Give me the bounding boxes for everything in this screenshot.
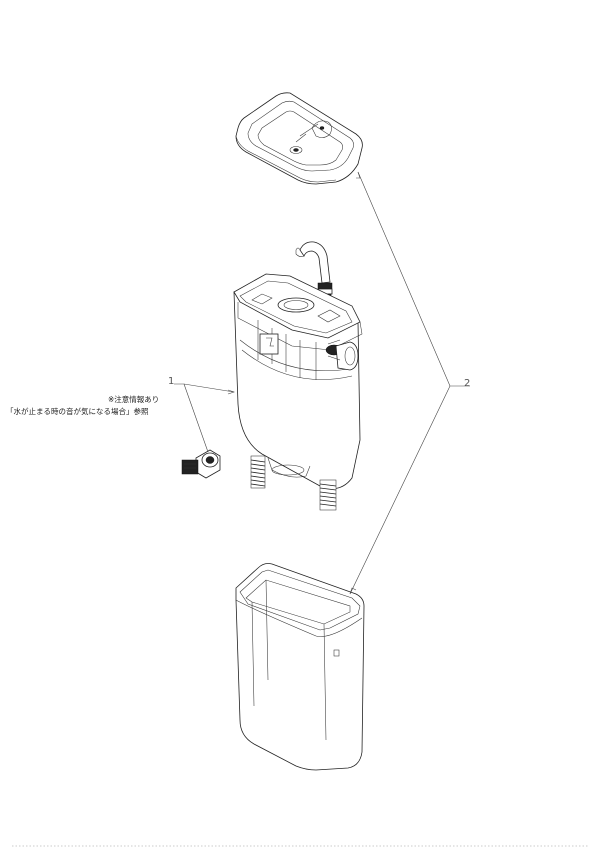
mounting-bolt-right — [319, 479, 337, 511]
callout-1-note-line-1: ※注意情報あり — [108, 395, 160, 404]
flush-valve-assembly — [233, 273, 363, 511]
callout-number-2: 2 — [464, 378, 471, 389]
tank-body — [235, 563, 365, 771]
callout-leaders — [174, 171, 470, 595]
callout-1-note-line-2: 「水が止まる時の音が気になる場合」参照 — [6, 407, 149, 416]
mounting-bolt-left — [250, 455, 266, 489]
callout-number-1: 1 — [168, 376, 175, 387]
tank-lid-bowl — [235, 92, 363, 185]
stop-valve — [181, 449, 221, 479]
